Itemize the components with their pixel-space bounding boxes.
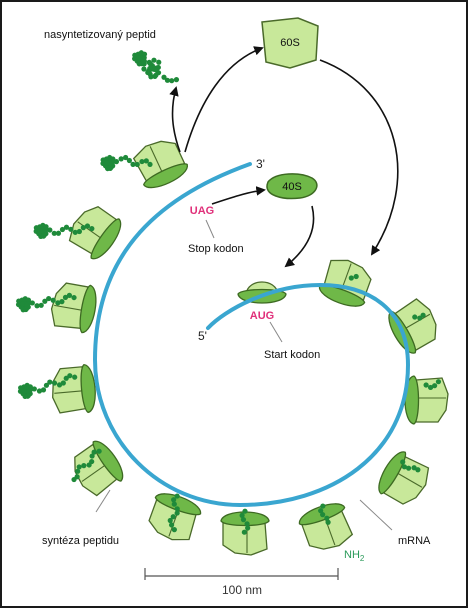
- scale-bar-label: 100 nm: [222, 583, 262, 597]
- mrna-label: mRNA: [398, 535, 431, 547]
- arrow-to-60s: [185, 48, 262, 152]
- arrow-peptide-release: [173, 88, 180, 152]
- arrow-to-40s: [212, 190, 264, 204]
- start-codon-label: Start kodon: [264, 349, 320, 361]
- ribosome: [296, 499, 356, 556]
- start-codon-sequence: AUG: [250, 310, 274, 322]
- ribosome: [238, 282, 286, 303]
- released-peptide: [132, 50, 179, 83]
- amino-terminus-subscript: 2: [360, 554, 365, 563]
- stop-codon-sequence: UAG: [190, 205, 214, 217]
- amino-terminus-label: NH2: [344, 549, 365, 563]
- small-subunit-label: 40S: [282, 181, 302, 193]
- peptide-released-label: nasyntetizovaný peptid: [44, 29, 156, 41]
- five-prime-end: 5': [198, 329, 207, 343]
- large-subunit: [223, 523, 267, 555]
- ribosome: [383, 294, 444, 357]
- arrows: [173, 48, 398, 266]
- scale-bar: [145, 568, 338, 580]
- three-prime-end: 3': [256, 157, 265, 171]
- large-subunit-label: 60S: [280, 37, 300, 49]
- peptide-synthesis-label: syntéza peptidu: [42, 535, 119, 547]
- free-large-subunit: 60S: [262, 18, 318, 68]
- ribosome: [316, 254, 376, 311]
- arrow-60s-recycle: [320, 60, 398, 254]
- mrna-strand: [95, 164, 408, 505]
- free-small-subunit: 40S: [267, 174, 317, 199]
- arrow-40s-recycle: [286, 206, 314, 266]
- ribosome: [65, 437, 128, 501]
- ribosome: [50, 364, 97, 416]
- amino-terminus-text: NH: [344, 549, 360, 561]
- ribosome: [373, 448, 434, 511]
- large-subunit: [416, 378, 448, 422]
- ribosome: [48, 279, 99, 334]
- stop-codon-label: Stop kodon: [188, 243, 244, 255]
